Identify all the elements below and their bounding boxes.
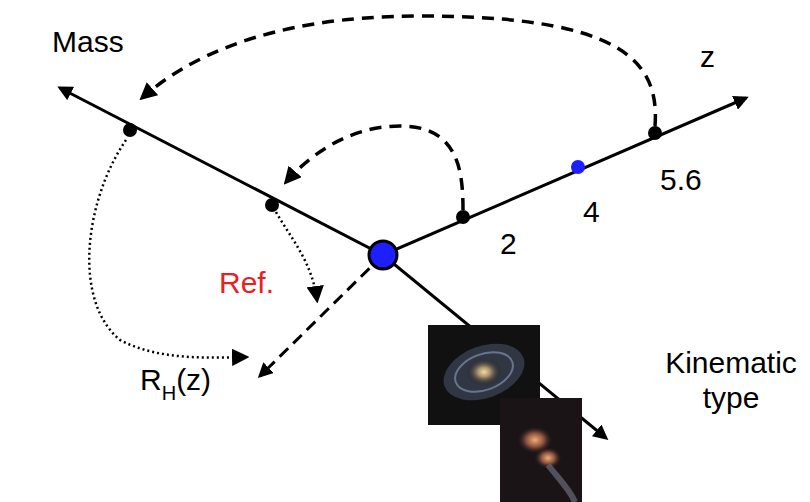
tick-value: 2 — [500, 227, 517, 262]
dashed-arc — [142, 16, 655, 126]
axis-title: R — [140, 363, 162, 398]
axis-title: (z) — [176, 363, 211, 398]
axis-point — [265, 198, 279, 212]
axis-title: Mass — [52, 25, 124, 60]
rh-axis — [260, 255, 383, 376]
origin-point — [369, 241, 397, 269]
axis-title: z — [700, 40, 715, 75]
axis-point — [456, 210, 470, 224]
axis-point — [648, 126, 662, 140]
reference-label: Ref. — [219, 266, 274, 301]
galaxy-image — [500, 398, 582, 502]
dotted-arc — [89, 140, 246, 358]
axis-point — [123, 123, 137, 137]
axis-subscript: H — [162, 382, 176, 405]
tick-value: 4 — [583, 195, 600, 230]
axis-point — [571, 160, 585, 174]
dotted-arc — [276, 212, 317, 300]
dashed-arc — [286, 126, 463, 210]
z-axis — [383, 98, 746, 255]
tick-value: 5.6 — [660, 163, 702, 198]
axis-title: Kinematic type — [656, 346, 806, 415]
